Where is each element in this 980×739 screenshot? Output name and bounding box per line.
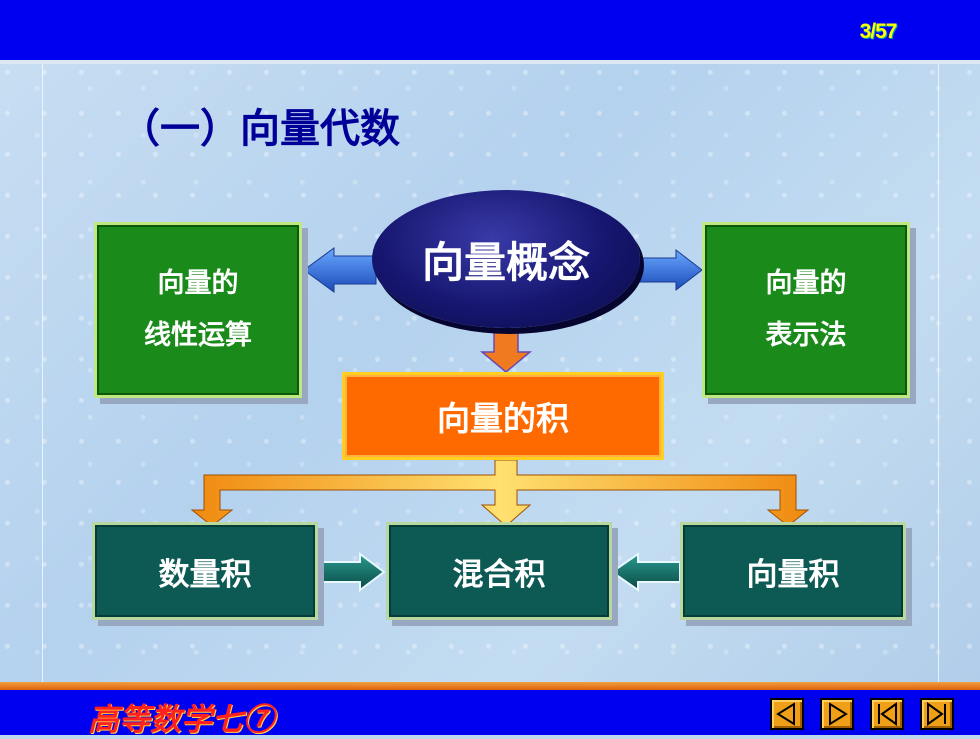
footer-stripe bbox=[0, 682, 980, 690]
representation-box: 向量的 表示法 bbox=[702, 222, 910, 398]
arrow-cross-to-mixed bbox=[610, 552, 681, 592]
vector-concept-label: 向量概念 bbox=[421, 237, 590, 287]
top-bar-edge bbox=[0, 60, 980, 64]
linear-operations-line1: 向量的 bbox=[157, 268, 239, 299]
bottom-bar bbox=[0, 690, 980, 735]
skip-back-icon bbox=[878, 702, 897, 726]
vector-product-box: 向量的积 bbox=[342, 372, 664, 460]
arrow-distribution bbox=[190, 459, 810, 527]
mixed-product-label: 混合积 bbox=[452, 556, 546, 593]
divider-line bbox=[938, 60, 939, 685]
linear-operations-line2: 线性运算 bbox=[144, 320, 252, 351]
mixed-product-box: 混合积 bbox=[386, 522, 612, 620]
arrow-to-products bbox=[479, 329, 533, 373]
course-title: 高等数学七⑦ bbox=[88, 702, 274, 738]
divider-line bbox=[42, 60, 43, 685]
triangle-right-icon bbox=[829, 702, 848, 726]
dot-product-box: 数量积 bbox=[92, 522, 318, 620]
first-button[interactable] bbox=[870, 698, 904, 730]
arrow-dot-to-mixed bbox=[317, 552, 386, 592]
top-bar bbox=[0, 0, 980, 60]
last-button[interactable] bbox=[920, 698, 954, 730]
vector-concept-ellipse: 向量概念 bbox=[372, 190, 640, 328]
linear-operations-box: 向量的 线性运算 bbox=[94, 222, 302, 398]
page-number: 3/57 bbox=[859, 20, 898, 43]
representation-line1: 向量的 bbox=[765, 268, 847, 299]
cross-product-label: 向量积 bbox=[746, 556, 840, 593]
arrow-to-representation bbox=[635, 248, 703, 292]
triangle-left-icon bbox=[776, 702, 795, 726]
cross-product-box: 向量积 bbox=[680, 522, 906, 620]
next-button[interactable] bbox=[820, 698, 854, 730]
dot-product-label: 数量积 bbox=[158, 556, 252, 593]
vector-product-label: 向量的积 bbox=[437, 399, 569, 438]
arrow-to-linear-ops bbox=[303, 247, 377, 293]
previous-button[interactable] bbox=[770, 698, 804, 730]
slide-title: （一）向量代数 bbox=[120, 106, 400, 152]
representation-line2: 表示法 bbox=[765, 320, 847, 351]
skip-forward-icon bbox=[927, 702, 946, 726]
